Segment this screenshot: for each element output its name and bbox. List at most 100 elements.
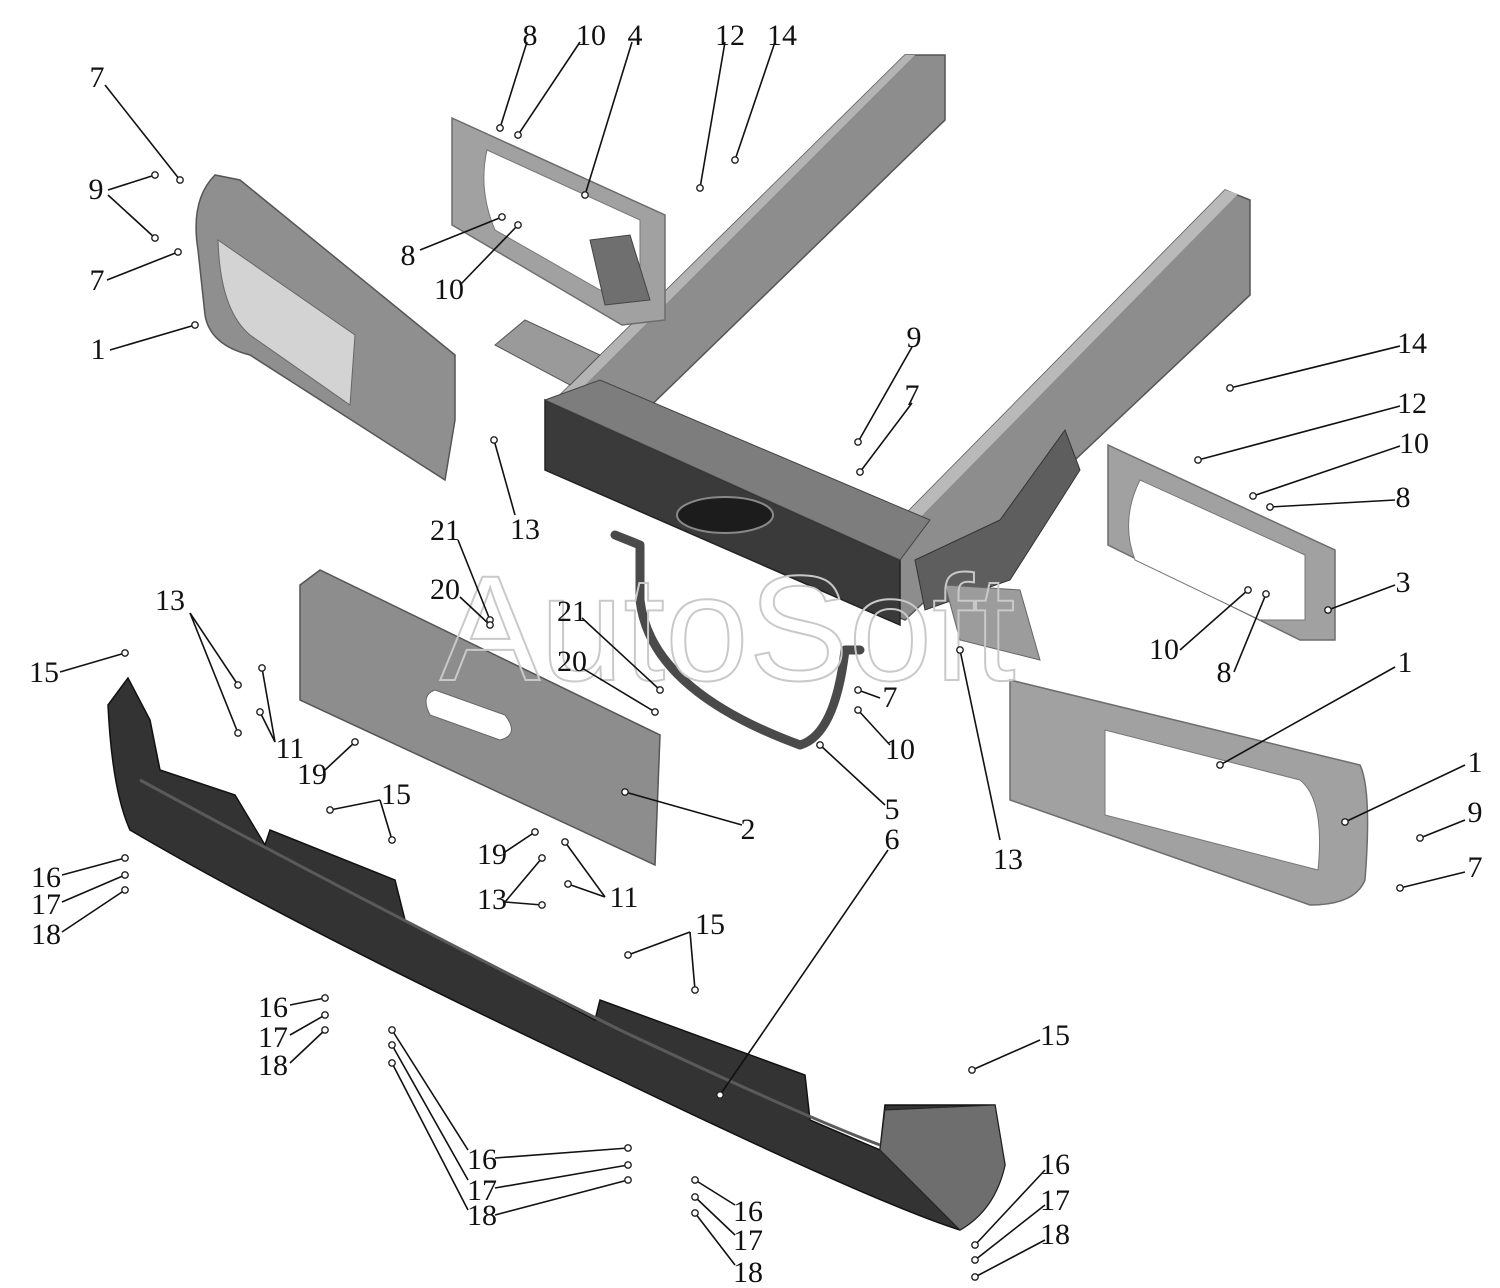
callout-label-7: 7 xyxy=(883,681,898,714)
frame-right-rail-top xyxy=(880,190,1238,545)
callout-label-7: 7 xyxy=(90,61,105,94)
leader-line-4-fastener xyxy=(581,191,589,199)
callout-label-10: 10 xyxy=(576,19,606,52)
callout-label-14: 14 xyxy=(767,19,797,52)
leader-line-14-fastener xyxy=(1226,384,1234,392)
leader-line-8-fastener xyxy=(1266,503,1274,511)
leader-line-17-fastener xyxy=(321,1011,329,1019)
callout-label-17: 17 xyxy=(258,1021,288,1054)
chassis-frame xyxy=(494,54,1251,661)
leader-line-1 xyxy=(109,324,196,351)
frame-right-bracket xyxy=(914,428,1081,611)
callout-label-10: 10 xyxy=(1149,633,1179,666)
leader-line-16-fastener xyxy=(971,1241,979,1249)
leader-line-9-fastener xyxy=(854,438,862,446)
leader-line-17 xyxy=(391,1044,469,1181)
callout-label-1: 1 xyxy=(1398,646,1413,679)
leader-line-9-fastener xyxy=(151,234,159,242)
leader-line-6-fastener xyxy=(716,1091,724,1099)
leader-line-15 xyxy=(627,931,691,956)
leader-line-14 xyxy=(734,41,776,161)
leader-line-13-fastener xyxy=(490,436,498,444)
leader-line-6 xyxy=(719,849,889,1096)
leader-line-16 xyxy=(391,1029,469,1151)
leader-line-3-fastener xyxy=(1324,606,1332,614)
leader-line-18-fastener xyxy=(388,1059,396,1067)
leader-line-15-fastener xyxy=(691,986,699,994)
leader-line-16-fastener xyxy=(321,994,329,1002)
callout-label-20: 20 xyxy=(557,645,587,678)
leader-line-15-fastener xyxy=(624,951,632,959)
leader-line-10-fastener xyxy=(1249,492,1257,500)
leader-line-18-fastener xyxy=(121,886,129,894)
leader-line-12 xyxy=(1197,405,1401,461)
leader-line-13 xyxy=(959,649,1001,841)
callout-label-13: 13 xyxy=(993,843,1023,876)
leader-line-20-fastener xyxy=(651,708,659,716)
leader-line-18-fastener xyxy=(691,1209,699,1217)
leader-line-2-fastener xyxy=(621,788,629,796)
callout-label-1: 1 xyxy=(91,333,106,366)
front-bumper-end-cap xyxy=(879,1104,1006,1231)
callout-label-16: 16 xyxy=(733,1195,763,1228)
leader-line-13 xyxy=(504,901,543,906)
callout-label-3: 3 xyxy=(1396,566,1411,599)
leader-line-17-fastener xyxy=(971,1256,979,1264)
leader-line-19 xyxy=(504,831,536,853)
callout-label-16: 16 xyxy=(1040,1148,1070,1181)
leader-line-10 xyxy=(517,41,581,136)
leader-line-17-fastener xyxy=(624,1161,632,1169)
leader-line-17 xyxy=(289,1014,326,1036)
callout-label-8: 8 xyxy=(401,239,416,272)
leader-line-7 xyxy=(857,689,881,699)
front-bumper-highlight xyxy=(139,778,881,1147)
leader-line-19-fastener xyxy=(531,828,539,836)
leader-line-8 xyxy=(1269,499,1396,508)
watermark: AutoSoft xyxy=(440,544,1015,712)
leader-line-21 xyxy=(581,617,661,691)
leader-line-17 xyxy=(61,874,126,903)
leader-line-9 xyxy=(1419,819,1466,839)
leader-line-7 xyxy=(859,402,913,473)
leader-line-14 xyxy=(1229,345,1401,389)
leader-line-7-fastener xyxy=(854,686,862,694)
leader-line-17 xyxy=(694,1196,736,1236)
callout-label-7: 7 xyxy=(1468,851,1483,884)
leader-line-14-fastener xyxy=(731,156,739,164)
leader-line-11-fastener xyxy=(258,664,266,672)
leader-line-8 xyxy=(1233,593,1267,673)
callout-label-18: 18 xyxy=(467,1199,497,1232)
leader-line-9 xyxy=(107,174,156,191)
callout-label-5: 5 xyxy=(885,793,900,826)
leader-line-13-fastener xyxy=(234,729,242,737)
callout-label-2: 2 xyxy=(741,813,756,846)
callout-label-10: 10 xyxy=(1399,427,1429,460)
callout-label-8: 8 xyxy=(1217,656,1232,689)
callout-label-18: 18 xyxy=(733,1256,763,1288)
fastener-markers xyxy=(121,124,1424,1281)
leader-line-9-fastener xyxy=(151,171,159,179)
callout-label-15: 15 xyxy=(695,908,725,941)
callout-label-11: 11 xyxy=(276,732,305,765)
leader-line-16-fastener xyxy=(121,854,129,862)
leader-line-19-fastener xyxy=(351,738,359,746)
mounting-plate-right-window xyxy=(1128,479,1306,621)
leader-line-9 xyxy=(857,346,913,443)
leader-line-15 xyxy=(689,931,696,991)
leader-line-17-fastener xyxy=(691,1193,699,1201)
mounting-plate-left xyxy=(451,116,666,326)
leader-line-19 xyxy=(324,741,356,771)
callout-label-4: 4 xyxy=(628,19,643,52)
callout-label-8: 8 xyxy=(1396,481,1411,514)
callout-label-17: 17 xyxy=(733,1224,763,1257)
leader-line-11-fastener xyxy=(256,708,264,716)
leader-line-21 xyxy=(457,539,491,621)
leader-line-10 xyxy=(1179,589,1249,651)
leader-line-18 xyxy=(289,1029,326,1064)
leader-line-17-fastener xyxy=(388,1041,396,1049)
callout-label-19: 19 xyxy=(297,758,327,791)
leader-line-5 xyxy=(819,744,886,806)
center-plate xyxy=(299,569,661,867)
